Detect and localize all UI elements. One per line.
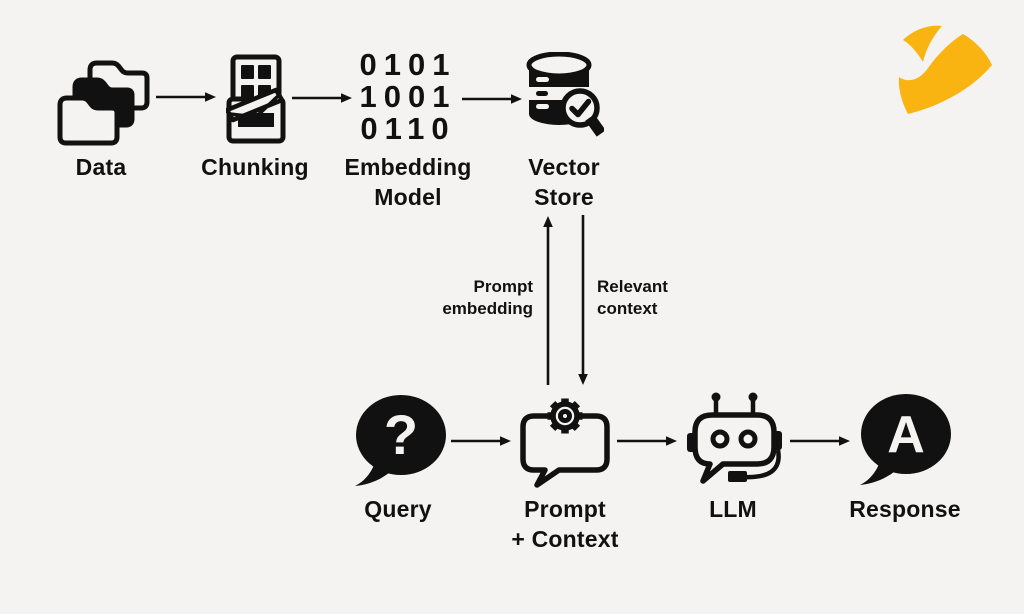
prompt-embedding-label-line2: embedding xyxy=(442,299,533,318)
data-folders-icon xyxy=(56,52,150,146)
vector-store-label-line1: Vector xyxy=(528,154,600,180)
arrow-embedding-to-vectorstore xyxy=(461,92,523,106)
prompt-context-bubble-icon xyxy=(518,386,612,490)
query-glyph: ? xyxy=(384,403,418,466)
prompt-context-label-line2: + Context xyxy=(511,526,619,552)
arrow-chunking-to-embedding xyxy=(291,91,353,105)
prompt-context-label: Prompt + Context xyxy=(495,494,635,554)
prompt-context-label-line1: Prompt xyxy=(524,496,606,522)
binary-line: 0110 xyxy=(360,111,456,146)
arrow-llm-to-response xyxy=(789,434,851,448)
response-glyph: A xyxy=(887,406,925,464)
vector-store-label-line2: Store xyxy=(534,184,594,210)
prompt-embedding-label-line1: Prompt xyxy=(473,277,534,296)
embedding-model-label: Embedding Model xyxy=(338,152,478,212)
arrow-promptcontext-to-llm xyxy=(616,434,678,448)
embedding-model-label-line2: Model xyxy=(374,184,442,210)
arrow-data-to-chunking xyxy=(155,90,217,104)
response-label: Response xyxy=(849,496,961,522)
binary-line: 0101 xyxy=(359,47,457,82)
relevant-context-label-line2: context xyxy=(597,299,658,318)
embedding-model-label-line1: Embedding xyxy=(344,154,472,180)
llm-label: LLM xyxy=(709,496,757,522)
relevant-context-label-line1: Relevant xyxy=(597,277,668,296)
chunking-label: Chunking xyxy=(201,154,309,180)
vector-store-icon xyxy=(524,52,604,140)
data-label: Data xyxy=(75,154,127,180)
prompt-embedding-label: Prompt embedding xyxy=(413,276,533,320)
arrow-prompt-embedding-up xyxy=(541,215,555,387)
chunking-icon xyxy=(226,54,286,144)
query-label: Query xyxy=(364,496,432,522)
relevant-context-label: Relevant context xyxy=(597,276,717,320)
vector-store-label: Vector Store xyxy=(504,152,624,212)
query-bubble-icon: ? xyxy=(352,393,446,487)
arrow-query-to-promptcontext xyxy=(450,434,512,448)
arrow-relevant-context-down xyxy=(576,214,590,386)
binary-digits: 0101 1001 0110 xyxy=(338,49,478,145)
response-bubble-icon: A xyxy=(857,392,951,486)
binary-line: 1001 xyxy=(359,79,457,114)
brand-logo-icon xyxy=(893,23,993,115)
llm-robot-icon xyxy=(686,388,783,492)
